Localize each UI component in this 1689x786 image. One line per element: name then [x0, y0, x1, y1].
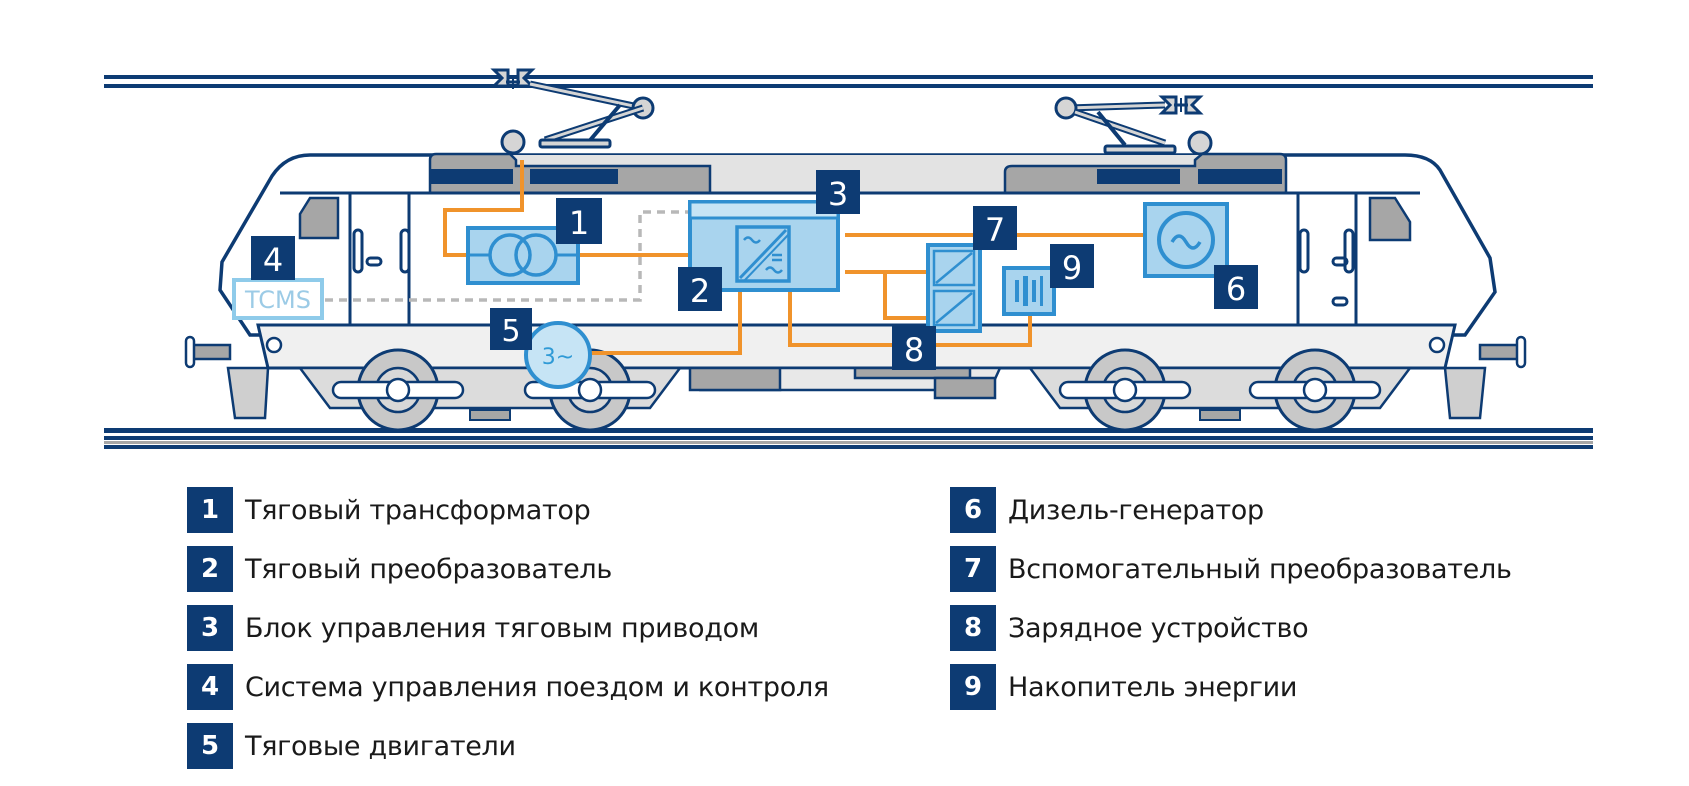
bogie-right — [1027, 348, 1413, 432]
svg-text:7: 7 — [985, 211, 1005, 249]
energy-storage-icon — [1002, 266, 1056, 316]
bogie-left — [297, 348, 683, 432]
legend-label: Тяговые двигатели — [245, 730, 516, 762]
badge-8: 8 — [892, 326, 936, 370]
legend-label: Блок управления тяговым приводом — [245, 612, 759, 644]
svg-text:9: 9 — [1062, 249, 1082, 287]
legend-number: 5 — [187, 723, 233, 769]
svg-text:6: 6 — [1226, 270, 1246, 308]
legend-number: 1 — [187, 487, 233, 533]
legend-item: 6 Дизель-генератор — [950, 487, 1264, 533]
svg-text:3: 3 — [828, 175, 848, 213]
svg-text:1: 1 — [569, 204, 589, 242]
svg-text:8: 8 — [904, 331, 924, 369]
badge-9: 9 — [1050, 244, 1094, 288]
control-line — [325, 210, 690, 302]
badge-5: 5 — [490, 308, 532, 350]
legend-item: 1 Тяговый трансформатор — [187, 487, 591, 533]
legend-label: Накопитель энергии — [1008, 671, 1298, 703]
legend-label: Тяговый трансформатор — [245, 494, 591, 526]
catenary-wire — [104, 75, 1593, 88]
badge-6: 6 — [1214, 265, 1258, 309]
legend-label: Вспомогательный преобразователь — [1008, 553, 1512, 585]
badge-7: 7 — [973, 206, 1017, 250]
motor-symbol: 3~ — [542, 345, 574, 370]
pantograph-left — [490, 68, 655, 155]
svg-text:5: 5 — [501, 314, 520, 349]
legend-number: 2 — [187, 546, 233, 592]
badge-4: 4 — [251, 236, 295, 280]
legend-number: 3 — [187, 605, 233, 651]
locomotive-diagram: TCMS 3~ 1 2 3 4 — [104, 68, 1593, 449]
legend-item: 9 Накопитель энергии — [950, 664, 1297, 710]
power-lines — [443, 160, 1145, 355]
legend-item: 7 Вспомогательный преобразователь — [950, 546, 1512, 592]
roof-vents — [430, 169, 1282, 184]
legend-number: 9 — [950, 664, 996, 710]
diesel-generator-icon — [1143, 202, 1229, 278]
legend-item: 4 Система управления поездом и контроля — [187, 664, 829, 710]
rails — [104, 428, 1593, 449]
legend-label: Дизель-генератор — [1008, 494, 1264, 526]
badge-1: 1 — [556, 198, 602, 244]
pantograph-right — [1054, 95, 1213, 156]
legend-item: 3 Блок управления тяговым приводом — [187, 605, 759, 651]
svg-text:4: 4 — [263, 241, 283, 279]
legend-label: Зарядное устройство — [1008, 612, 1309, 644]
legend-label: Тяговый преобразователь — [245, 553, 613, 585]
legend-number: 6 — [950, 487, 996, 533]
badge-2: 2 — [678, 267, 722, 311]
traction-motor-icon: 3~ — [524, 321, 592, 389]
tcms-label: TCMS — [244, 286, 311, 314]
auxiliary-converter-icon — [926, 243, 982, 333]
badge-3: 3 — [816, 170, 860, 214]
tcms-box: TCMS — [232, 278, 324, 320]
legend-item: 5 Тяговые двигатели — [187, 723, 516, 769]
legend-number: 4 — [187, 664, 233, 710]
legend-item: 8 Зарядное устройство — [950, 605, 1309, 651]
legend-number: 7 — [950, 546, 996, 592]
legend-label: Система управления поездом и контроля — [245, 671, 829, 703]
svg-text:2: 2 — [690, 272, 710, 310]
legend-number: 8 — [950, 605, 996, 651]
legend-item: 2 Тяговый преобразователь — [187, 546, 612, 592]
